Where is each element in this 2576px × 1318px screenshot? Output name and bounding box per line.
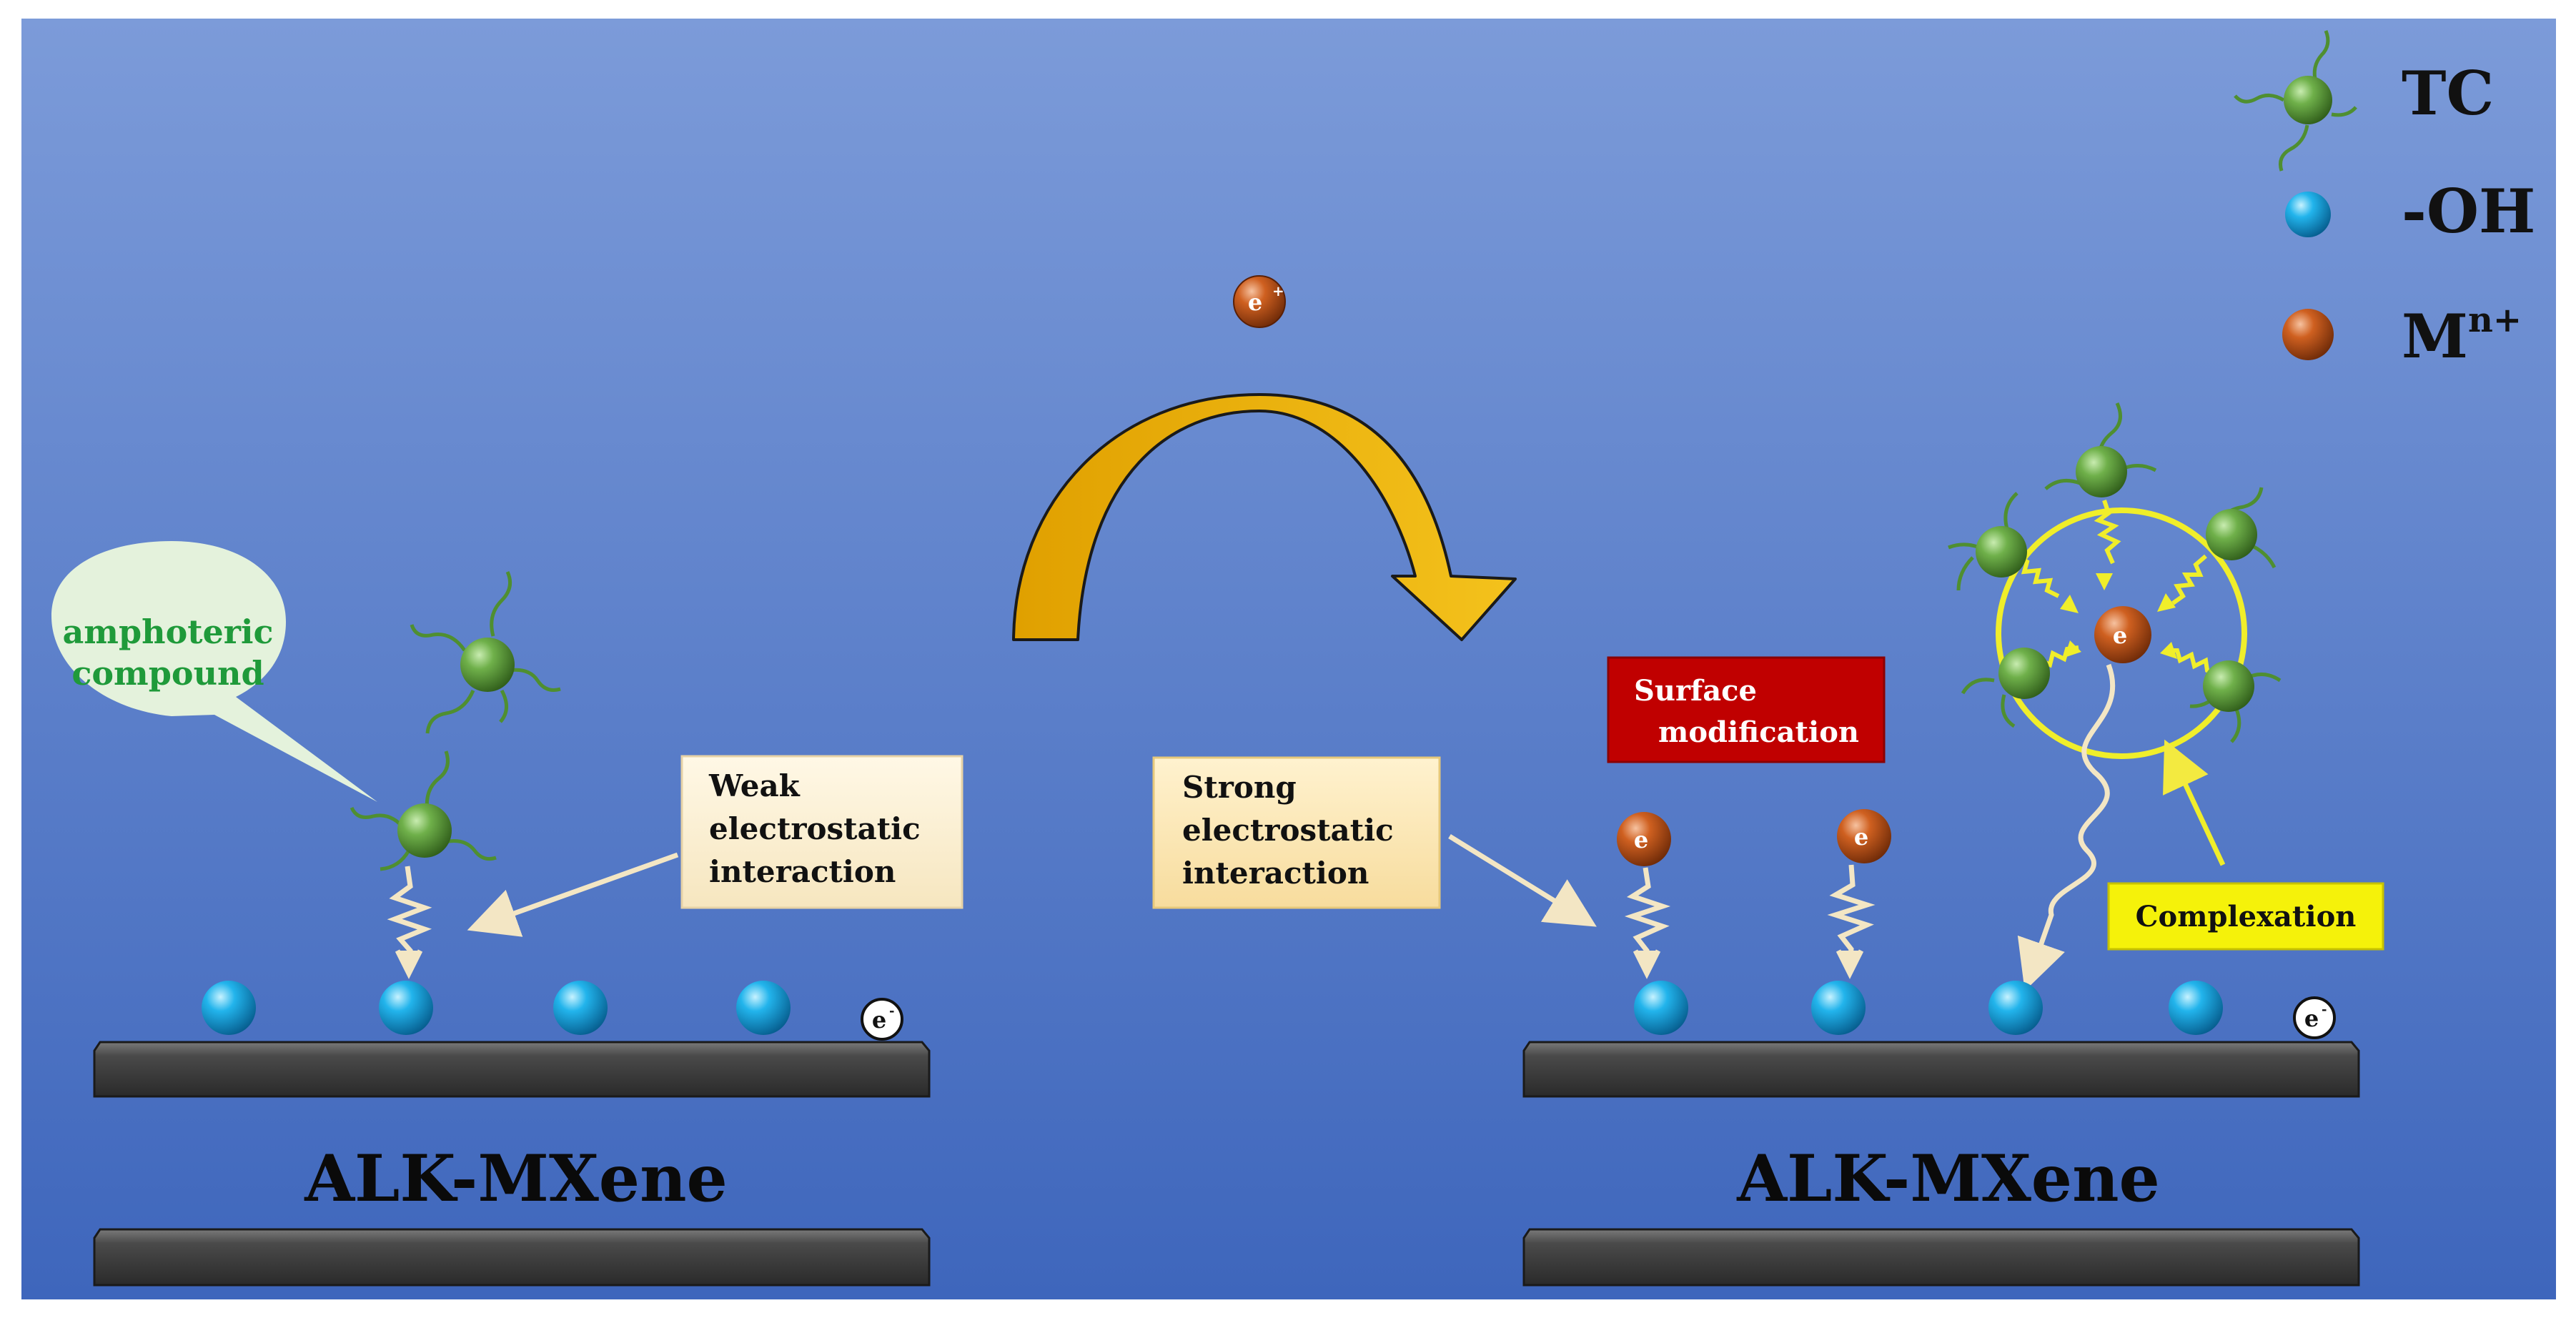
weak-box-line2: electrostatic	[709, 811, 921, 846]
spring-strong-2	[1827, 864, 1876, 979]
svg-text:e: e	[1854, 823, 1868, 851]
spring-weak	[387, 866, 432, 979]
weak-box-line1: Weak	[708, 768, 801, 803]
sheet-label-left: ALK-MXene	[304, 1141, 728, 1217]
oh-row-right	[1634, 981, 2223, 1035]
svg-text:-: -	[2322, 1002, 2327, 1017]
electron-right: e -	[2293, 996, 2336, 1039]
svg-text:e: e	[2304, 1005, 2319, 1032]
tc-molecule-attached	[350, 750, 497, 871]
electron-left: e -	[861, 998, 903, 1041]
complexation-pointer	[2163, 739, 2226, 866]
weak-interaction-box: Weak electrostatic interaction	[680, 755, 963, 909]
sheet-label-right: ALK-MXene	[1736, 1141, 2160, 1217]
legend-m-label: Mn+	[2402, 300, 2522, 372]
svg-text:e: e	[1248, 289, 1262, 316]
legend-tc-icon	[2234, 30, 2357, 172]
mxene-sheets-right	[1522, 1041, 2360, 1287]
mxene-sheets-left	[93, 1041, 931, 1287]
legend-m-icon	[2282, 309, 2334, 360]
surface-line1: Surface	[1634, 674, 1757, 708]
svg-text:-: -	[889, 1004, 894, 1019]
bubble-line1: amphoteric	[62, 613, 273, 651]
svg-text:+: +	[1272, 282, 1284, 299]
strong-box-line1: Strong	[1182, 770, 1297, 805]
legend-oh-label: -OH	[2402, 176, 2535, 247]
bubble-line2: compound	[71, 654, 264, 693]
svg-text:e: e	[1634, 826, 1648, 853]
weak-pointer-arrow	[467, 852, 679, 937]
svg-text:e: e	[872, 1006, 886, 1034]
metal-ion-1: e	[1617, 812, 1671, 866]
legend: TC -OH Mn+	[2234, 30, 2535, 372]
metal-ion-2: e	[1837, 809, 1891, 863]
strong-interaction-box: Strong electrostatic interaction	[1152, 756, 1441, 909]
tc-molecule-free	[410, 570, 561, 734]
center-ion: e +	[1233, 275, 1286, 328]
surface-modification-box: Surface modification	[1607, 656, 1886, 763]
legend-tc-label: TC	[2402, 58, 2494, 129]
surface-line2: modification	[1658, 715, 1859, 749]
strong-box-line3: interaction	[1182, 856, 1369, 891]
amphoteric-bubble: amphoteric compound	[51, 541, 377, 802]
complex-tether	[2017, 663, 2116, 991]
legend-oh-icon	[2285, 192, 2331, 237]
curved-transfer-arrow	[1012, 393, 1517, 641]
tc-metal-complex: e	[1948, 402, 2282, 759]
complexation-box: Complexation	[2107, 882, 2384, 951]
background-panel	[21, 19, 2556, 1299]
complexation-label: Complexation	[2136, 900, 2357, 933]
strong-pointer-arrow	[1448, 834, 1597, 927]
spring-strong-1	[1624, 867, 1671, 979]
strong-box-line2: electrostatic	[1182, 813, 1394, 848]
svg-text:e: e	[2113, 622, 2127, 649]
weak-box-line3: interaction	[709, 854, 896, 889]
oh-row-left	[202, 981, 791, 1035]
